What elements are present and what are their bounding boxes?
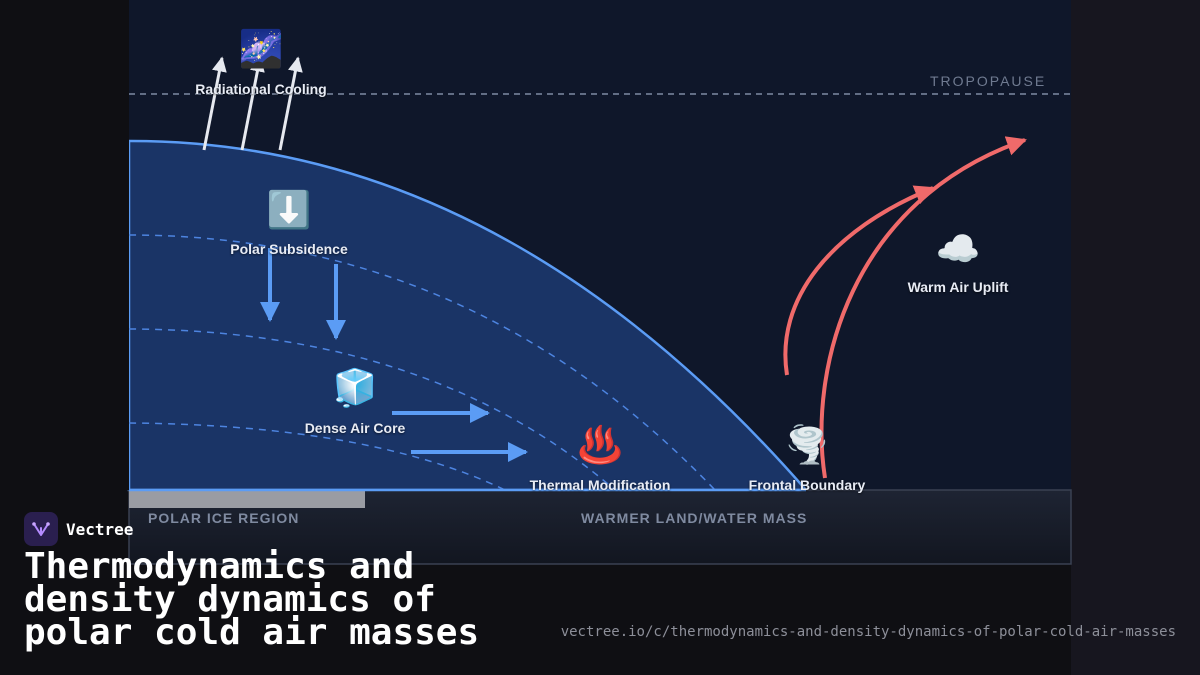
brand-name: Vectree — [66, 519, 134, 539]
galaxy-icon: 🌌 — [238, 29, 284, 70]
radiation-arrow — [240, 56, 265, 151]
down-arrow-icon: ⬇️ — [266, 190, 312, 231]
warm-uplift-arrow — [783, 185, 935, 376]
warm-uplift-arrow — [819, 136, 1027, 479]
isotherm-line — [128, 328, 616, 491]
polar-subsidence-label: Polar Subsidence — [230, 241, 348, 257]
vectree-logo-icon — [24, 512, 58, 546]
tropopause-label: TROPOPAUSE — [930, 73, 1047, 89]
isotherm-line — [128, 422, 506, 491]
warm-air-uplift-label: Warm Air Uplift — [907, 279, 1009, 295]
hot-springs-icon: ♨️ — [577, 425, 623, 466]
polar-ice-region-label: POLAR ICE REGION — [148, 510, 300, 526]
radiational-cooling-label: Radiational Cooling — [195, 81, 327, 97]
dense-air-core-label: Dense Air Core — [304, 420, 406, 436]
thermal-modification-label: Thermal Modification — [529, 477, 671, 493]
right-backdrop — [1071, 0, 1200, 675]
radiation-arrow — [278, 56, 303, 151]
page-url-link[interactable]: vectree.io/c/thermodynamics-and-density-… — [560, 624, 1176, 640]
isotherm-line — [128, 234, 716, 491]
brand: Vectree — [24, 512, 133, 546]
tornado-icon: 🌪️ — [784, 425, 830, 466]
page-title: Thermodynamics and density dynamics of p… — [24, 546, 480, 653]
radiation-arrow — [202, 56, 227, 151]
ice-cube-icon: 🧊 — [332, 368, 378, 409]
cold-air-mass — [127, 139, 809, 492]
left-backdrop — [0, 0, 129, 490]
frontal-boundary-label: Frontal Boundary — [748, 477, 866, 493]
warmer-mass-label: WARMER LAND/WATER MASS — [581, 510, 808, 526]
cloud-icon: ☁️ — [935, 229, 981, 270]
ice-sheet — [129, 490, 365, 508]
